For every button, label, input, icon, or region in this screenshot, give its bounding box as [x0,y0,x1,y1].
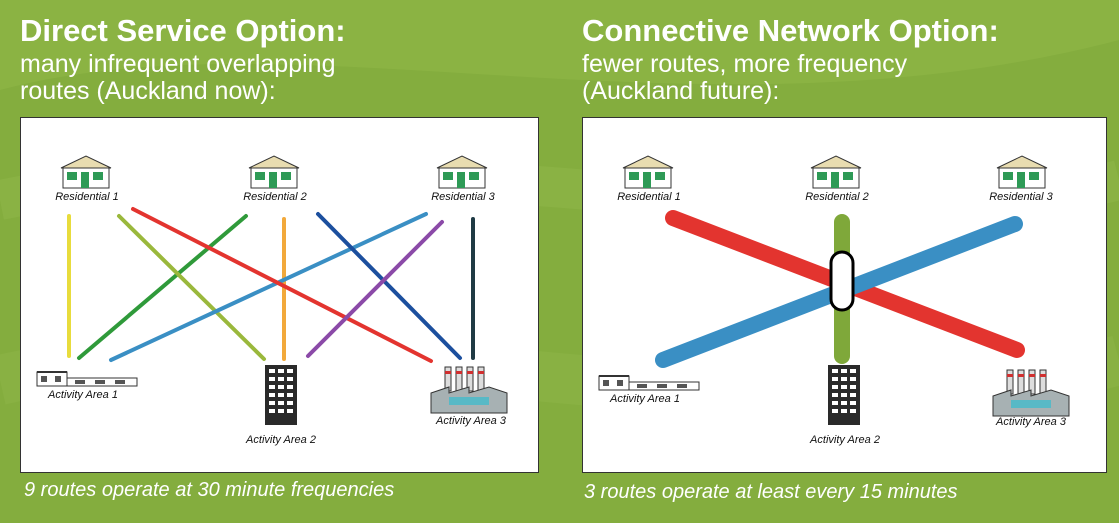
node-label-activity-area-3: Activity Area 3 [996,416,1066,428]
node-label-residential-2: Residential 2 [805,191,869,203]
house-icon [60,155,112,189]
node-label-activity-area-1: Activity Area 1 [48,389,118,401]
house-icon [248,155,300,189]
right-panel-title: Connective Network Option: [582,13,999,48]
route-line [316,212,462,360]
node-label-activity-area-3: Activity Area 3 [436,415,506,427]
left-panel-title: Direct Service Option: [20,13,346,48]
node-label-activity-area-2: Activity Area 2 [246,434,316,446]
house-icon [996,155,1048,189]
shopping-centre-icon [36,371,138,387]
office-tower-icon [265,365,297,425]
left-caption: 9 routes operate at 30 minute frequencie… [24,479,395,501]
right-routes-svg [655,210,1025,368]
house-icon [810,155,862,189]
right-caption: 3 routes operate at least every 15 minut… [584,481,958,503]
node-label-residential-3: Residential 3 [431,191,495,203]
shopping-centre-icon [598,375,700,391]
right-diagram-box: Residential 1 Residential 2 Residential … [582,117,1107,473]
node-label-residential-1: Residential 1 [617,191,681,203]
left-panel-subtitle-line2: routes (Auckland now): [20,77,276,105]
node-label-residential-3: Residential 3 [989,191,1053,203]
route-line [77,214,248,360]
factory-icon [992,369,1070,417]
factory-icon [430,366,508,414]
route-line [109,212,428,362]
node-label-residential-1: Residential 1 [55,191,119,203]
route-line [131,207,433,363]
right-panel-subtitle-line1: fewer routes, more frequency [582,50,908,78]
office-tower-icon [828,365,860,425]
right-panel-subtitle-line2: (Auckland future): [582,77,780,105]
left-routes-svg [67,207,475,363]
route-line [117,214,266,361]
left-panel-subtitle-line1: many infrequent overlapping [20,50,336,78]
route-line [306,220,444,358]
node-label-activity-area-1: Activity Area 1 [610,393,680,405]
house-icon [436,155,488,189]
transfer-hub [829,250,855,312]
node-label-residential-2: Residential 2 [243,191,307,203]
left-routes [67,207,475,363]
node-label-activity-area-2: Activity Area 2 [810,434,880,446]
house-icon [622,155,674,189]
left-diagram-box: Residential 1 Residential 2 Residential … [20,117,539,473]
